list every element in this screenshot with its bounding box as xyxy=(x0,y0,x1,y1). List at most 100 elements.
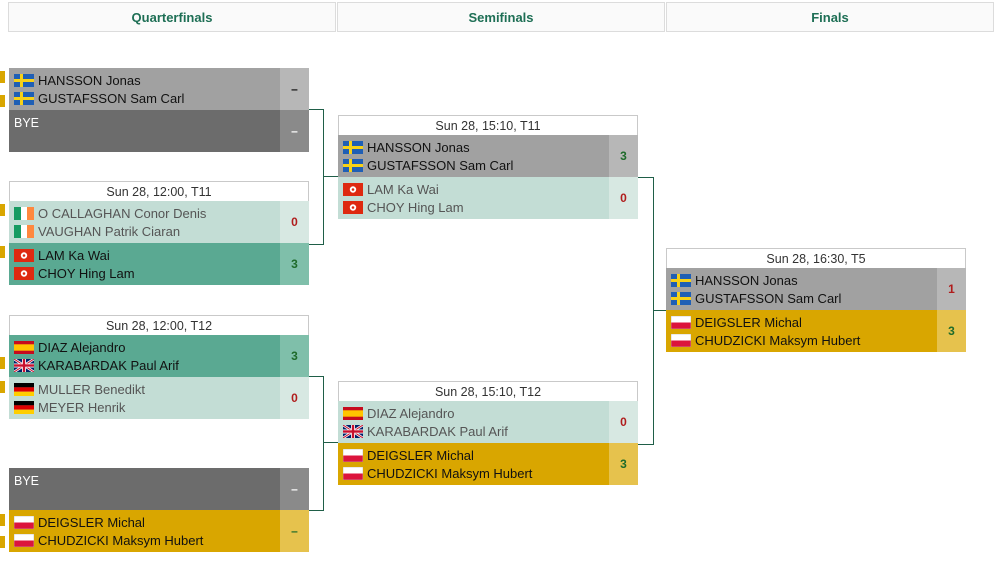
player-name[interactable]: GUSTAFSSON Sam Carl xyxy=(38,90,185,106)
player-name[interactable]: DEIGSLER Michal xyxy=(38,514,145,530)
player-name[interactable]: DIAZ Alejandro xyxy=(367,405,455,421)
sf2-team-1[interactable]: DIAZ Alejandro KARABARDAK Paul Arif 0 xyxy=(338,401,638,443)
sweden-flag-icon xyxy=(343,158,363,172)
player-name[interactable]: CHOY Hing Lam xyxy=(367,199,464,215)
player-row: CHUDZICKI Maksym Hubert xyxy=(671,331,937,349)
uk-flag-icon xyxy=(14,358,34,372)
header-semifinals[interactable]: Semifinals xyxy=(337,2,665,32)
qf-match-1: HANSSON Jonas GUSTAFSSON Sam Carl – BYE … xyxy=(0,68,309,152)
player-name[interactable]: CHUDZICKI Maksym Hubert xyxy=(367,465,533,481)
player-row: DEIGSLER Michal xyxy=(671,313,937,331)
bracket-connector xyxy=(638,177,654,445)
player-name[interactable]: VAUGHAN Patrik Ciaran xyxy=(38,223,181,239)
final-match: Sun 28, 16:30, T5 HANSSON Jonas GUSTAFSS… xyxy=(666,248,966,352)
match-time-table: Sun 28, 12:00, T12 xyxy=(9,315,309,335)
bracket-connector xyxy=(309,109,324,245)
player-row: DEIGSLER Michal xyxy=(14,513,280,531)
score: 0 xyxy=(280,377,309,419)
player-name[interactable]: DEIGSLER Michal xyxy=(695,314,802,330)
player-name[interactable]: HANSSON Jonas xyxy=(367,139,470,155)
score: – xyxy=(280,68,309,110)
player-name[interactable]: MULLER Benedikt xyxy=(38,381,145,397)
player-row: HANSSON Jonas xyxy=(671,271,937,289)
player-name[interactable]: LAM Ka Wai xyxy=(38,247,110,263)
qf2-team-2[interactable]: LAM Ka Wai CHOY Hing Lam 3 xyxy=(0,243,309,285)
player-name[interactable]: KARABARDAK Paul Arif xyxy=(38,357,179,373)
player-row: CHUDZICKI Maksym Hubert xyxy=(343,464,609,482)
poland-flag-icon xyxy=(343,448,363,462)
player-name[interactable]: GUSTAFSSON Sam Carl xyxy=(367,157,514,173)
player-name[interactable]: LAM Ka Wai xyxy=(367,181,439,197)
poland-flag-icon xyxy=(343,466,363,480)
player-row: LAM Ka Wai xyxy=(14,246,280,264)
player-name[interactable]: CHUDZICKI Maksym Hubert xyxy=(38,532,204,548)
player-row: CHUDZICKI Maksym Hubert xyxy=(14,531,280,549)
sf1-team-2[interactable]: LAM Ka Wai CHOY Hing Lam 0 xyxy=(338,177,638,219)
qf4-team-1-bye: BYE – xyxy=(9,468,309,510)
qf2-team-1[interactable]: O CALLAGHAN Conor Denis VAUGHAN Patrik C… xyxy=(0,201,309,243)
poland-flag-icon xyxy=(14,515,34,529)
player-name[interactable]: DIAZ Alejandro xyxy=(38,339,126,355)
qf-match-4: BYE – DEIGSLER Michal CHUDZICKI Maksym H… xyxy=(0,468,309,552)
ireland-flag-icon xyxy=(14,206,34,220)
qf3-team-1[interactable]: DIAZ Alejandro KARABARDAK Paul Arif 3 xyxy=(0,335,309,377)
score: – xyxy=(280,468,309,510)
player-row: GUSTAFSSON Sam Carl xyxy=(343,156,609,174)
header-quarterfinals[interactable]: Quarterfinals xyxy=(8,2,336,32)
spain-flag-icon xyxy=(14,340,34,354)
player-row: DEIGSLER Michal xyxy=(343,446,609,464)
player-row: LAM Ka Wai xyxy=(343,180,609,198)
bye-label: BYE xyxy=(14,474,40,488)
round-headers: Quarterfinals Semifinals Finals xyxy=(0,0,1000,34)
player-name[interactable]: KARABARDAK Paul Arif xyxy=(367,423,508,439)
sweden-flag-icon xyxy=(14,91,34,105)
player-row: GUSTAFSSON Sam Carl xyxy=(671,289,937,307)
score: 1 xyxy=(937,268,966,310)
bracket-connector xyxy=(323,176,338,177)
match-time-table: Sun 28, 16:30, T5 xyxy=(666,248,966,268)
score: – xyxy=(280,110,309,152)
player-row: CHOY Hing Lam xyxy=(14,264,280,282)
player-row: MEYER Henrik xyxy=(14,398,280,416)
bye-label: BYE xyxy=(14,116,40,130)
qf1-team-1[interactable]: HANSSON Jonas GUSTAFSSON Sam Carl – xyxy=(0,68,309,110)
qf3-team-2[interactable]: MULLER Benedikt MEYER Henrik 0 xyxy=(0,377,309,419)
score: 3 xyxy=(937,310,966,352)
ireland-flag-icon xyxy=(14,224,34,238)
match-time-table: Sun 28, 12:00, T11 xyxy=(9,181,309,201)
match-time-table: Sun 28, 15:10, T11 xyxy=(338,115,638,135)
bracket-connector xyxy=(653,310,666,311)
player-name[interactable]: CHUDZICKI Maksym Hubert xyxy=(695,332,861,348)
hongkong-flag-icon xyxy=(343,182,363,196)
player-row: KARABARDAK Paul Arif xyxy=(14,356,280,374)
hongkong-flag-icon xyxy=(14,266,34,280)
bracket-connector xyxy=(309,376,324,511)
germany-flag-icon xyxy=(14,400,34,414)
score: 0 xyxy=(609,177,638,219)
score: – xyxy=(280,510,309,552)
poland-flag-icon xyxy=(671,315,691,329)
qf4-team-2[interactable]: DEIGSLER Michal CHUDZICKI Maksym Hubert … xyxy=(0,510,309,552)
player-name[interactable]: O CALLAGHAN Conor Denis xyxy=(38,205,207,221)
player-row: GUSTAFSSON Sam Carl xyxy=(14,89,280,107)
header-finals[interactable]: Finals xyxy=(666,2,994,32)
poland-flag-icon xyxy=(14,533,34,547)
germany-flag-icon xyxy=(14,382,34,396)
player-row: O CALLAGHAN Conor Denis xyxy=(14,204,280,222)
player-name[interactable]: DEIGSLER Michal xyxy=(367,447,474,463)
spain-flag-icon xyxy=(343,406,363,420)
score: 0 xyxy=(609,401,638,443)
player-name[interactable]: MEYER Henrik xyxy=(38,399,126,415)
player-name[interactable]: GUSTAFSSON Sam Carl xyxy=(695,290,842,306)
qf-match-2: Sun 28, 12:00, T11 O CALLAGHAN Conor Den… xyxy=(0,181,309,285)
player-name[interactable]: HANSSON Jonas xyxy=(38,72,141,88)
player-name[interactable]: HANSSON Jonas xyxy=(695,272,798,288)
sf2-team-2[interactable]: DEIGSLER Michal CHUDZICKI Maksym Hubert … xyxy=(338,443,638,485)
final-team-2[interactable]: DEIGSLER Michal CHUDZICKI Maksym Hubert … xyxy=(666,310,966,352)
uk-flag-icon xyxy=(343,424,363,438)
player-name[interactable]: CHOY Hing Lam xyxy=(38,265,135,281)
sf1-team-1[interactable]: HANSSON Jonas GUSTAFSSON Sam Carl 3 xyxy=(338,135,638,177)
player-row: DIAZ Alejandro xyxy=(14,338,280,356)
sweden-flag-icon xyxy=(671,273,691,287)
final-team-1[interactable]: HANSSON Jonas GUSTAFSSON Sam Carl 1 xyxy=(666,268,966,310)
